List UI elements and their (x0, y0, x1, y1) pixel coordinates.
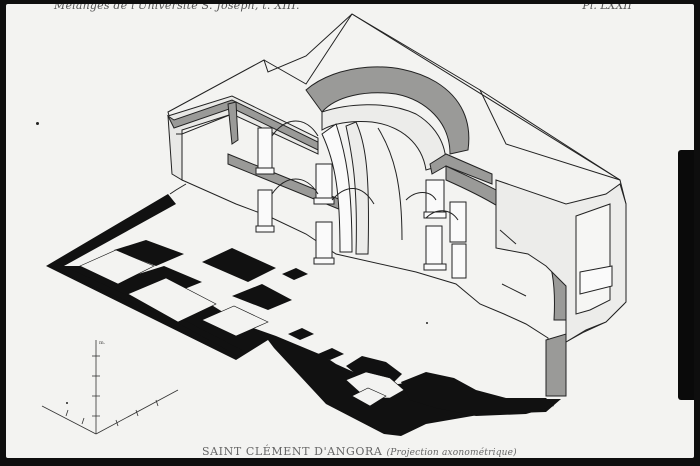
journal-header: Mélanges de l'Université S. Joseph, t. X… (54, 4, 300, 12)
dust-speck (426, 322, 428, 324)
scale-axes (41, 340, 179, 435)
caption-subtitle: (Projection axonométrique) (386, 448, 517, 458)
floor-plan-walls (46, 194, 561, 436)
document-plate: Mélanges de l'Université S. Joseph, t. X… (6, 4, 694, 458)
plate-caption: SAINT CLÉMENT D'ANGORA (Projection axono… (202, 445, 517, 458)
plate-number: Pl. LXXII (582, 4, 632, 12)
slide-mount-edge (678, 150, 694, 400)
dust-speck (36, 122, 39, 125)
dust-speck (66, 402, 68, 404)
axonometric-drawing: m. (41, 13, 627, 436)
church-building (166, 13, 627, 397)
floor-plan-openings (79, 249, 405, 407)
scale-unit-label: m. (99, 340, 106, 346)
caption-title: SAINT CLÉMENT D'ANGORA (202, 445, 383, 458)
